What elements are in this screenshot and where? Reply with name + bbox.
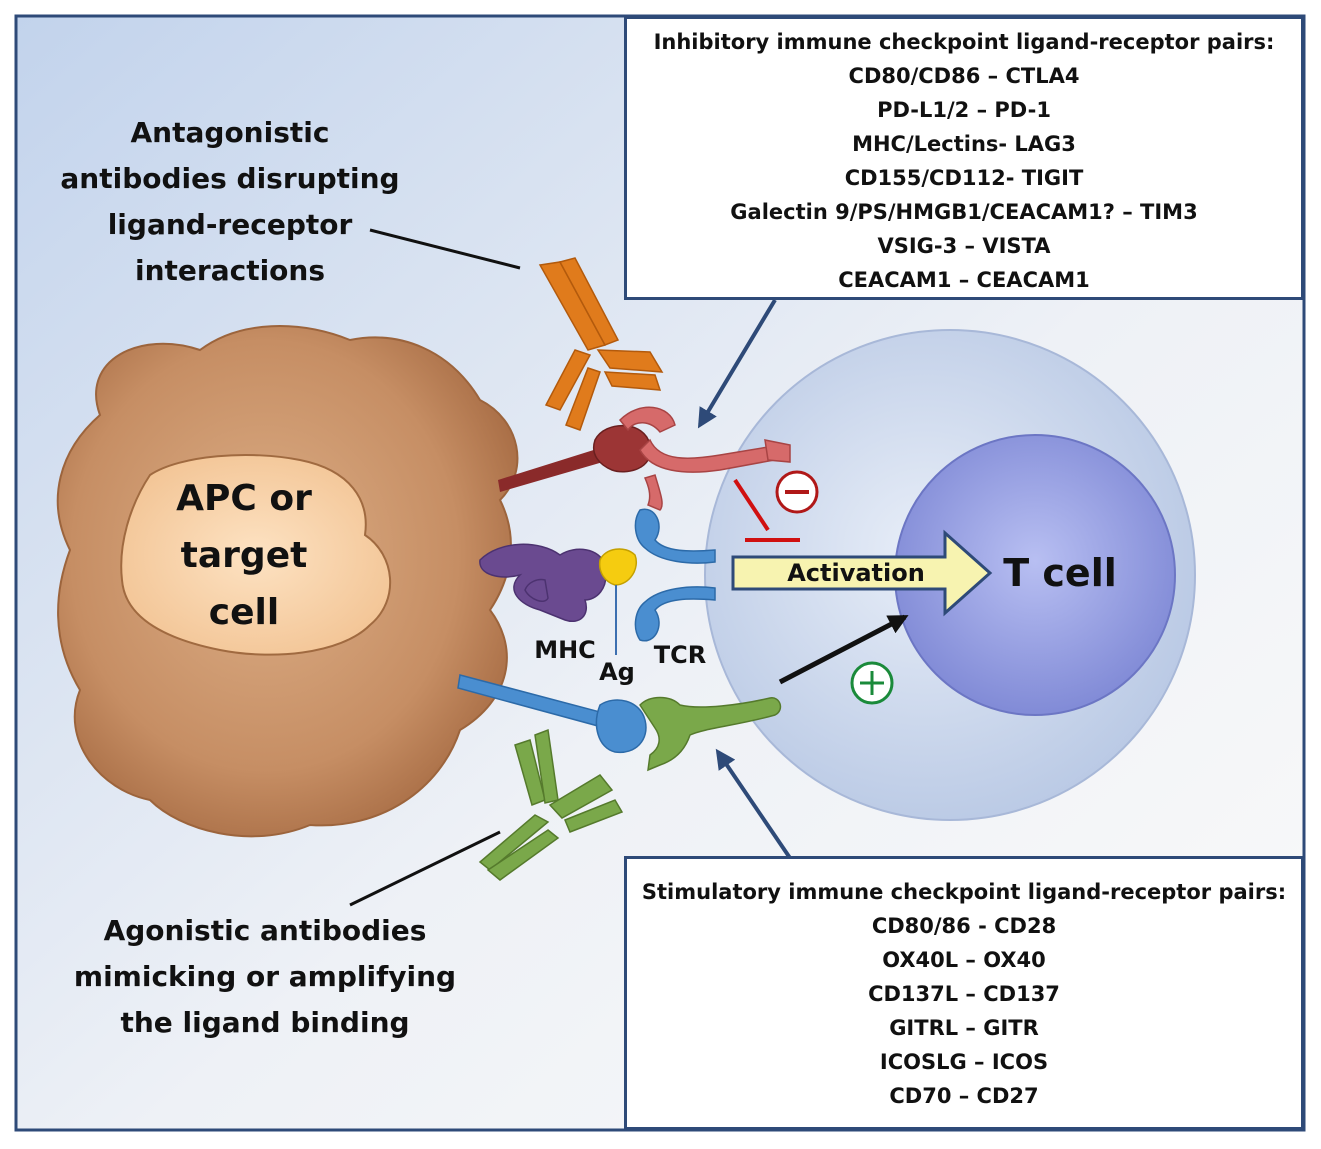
antagonistic-antibody	[538, 257, 664, 431]
tcr-receptor	[634, 508, 716, 642]
inhibitory-pair: CD80/CD86 – CTLA4	[848, 64, 1080, 88]
agonistic-line-2: mimicking or amplifying	[73, 960, 457, 993]
antagonistic-line-2: antibodies disrupting	[60, 162, 400, 195]
activation-label: Activation	[787, 559, 925, 587]
inhibitory-pair: CEACAM1 – CEACAM1	[838, 268, 1090, 292]
stimulatory-pair: OX40L – OX40	[882, 948, 1046, 972]
tcr-label: TCR	[654, 641, 706, 669]
stimulatory-ligand	[457, 674, 647, 754]
antagonistic-antibodies-label: Antagonistic antibodies disrupting ligan…	[40, 110, 420, 294]
agonistic-line-3: the ligand binding	[120, 1006, 410, 1039]
activation-arrow	[731, 529, 993, 617]
agonistic-line-1: Agonistic antibodies	[103, 914, 427, 947]
mhc-molecule	[479, 543, 607, 622]
stimulatory-pair: GITRL – GITR	[889, 1016, 1039, 1040]
inhibitory-pair: CD155/CD112- TIGIT	[844, 166, 1084, 190]
antigen	[598, 548, 637, 586]
inhibitory-box-title: Inhibitory immune checkpoint ligand-rece…	[653, 30, 1275, 54]
agonist-pointer	[349, 830, 501, 907]
stimulatory-pair: ICOSLG – ICOS	[879, 1050, 1049, 1074]
apc-nucleus	[120, 454, 392, 656]
apc-label-line-2: target	[181, 535, 308, 576]
t-cell-label: T cell	[1003, 551, 1117, 595]
apc-label-line-3: cell	[209, 592, 279, 633]
inhibitory-pair: VSIG-3 – VISTA	[877, 234, 1051, 258]
stimulatory-box-arrow	[715, 748, 792, 860]
inhibitory-pair: PD-L1/2 – PD-1	[877, 98, 1051, 122]
stimulatory-pair: CD80/86 - CD28	[871, 914, 1057, 938]
stimulatory-receptor	[639, 696, 782, 772]
agonistic-antibody	[478, 728, 624, 881]
inhibitory-box-arrow	[697, 298, 777, 429]
stimulatory-pairs-box: Stimulatory immune checkpoint ligand-rec…	[624, 856, 1304, 1130]
ag-label: Ag	[599, 658, 635, 686]
inhibitory-pair: Galectin 9/PS/HMGB1/CEACAM1? – TIM3	[730, 200, 1198, 224]
antagonistic-line-3: ligand-receptor	[107, 208, 353, 241]
inhibitory-ligand	[498, 424, 652, 492]
minus-icon	[775, 470, 819, 514]
inhibition-mark	[733, 478, 800, 542]
antagonistic-line-1: Antagonistic	[130, 116, 330, 149]
antagonist-pointer	[369, 228, 521, 270]
plus-icon	[850, 661, 894, 705]
inhibitory-pairs-box: Inhibitory immune checkpoint ligand-rece…	[624, 16, 1304, 300]
stimulatory-box-title: Stimulatory immune checkpoint ligand-rec…	[641, 880, 1287, 904]
inhibitory-pair: MHC/Lectins- LAG3	[852, 132, 1076, 156]
antagonistic-line-4: interactions	[134, 254, 326, 287]
mhc-label: MHC	[534, 636, 596, 664]
apc-label-line-1: APC or	[176, 478, 312, 519]
stimulation-arrow	[778, 614, 909, 685]
stimulatory-pair: CD70 – CD27	[889, 1084, 1039, 1108]
agonistic-antibodies-label: Agonistic antibodies mimicking or amplif…	[50, 908, 480, 1046]
inhibitory-receptor	[618, 406, 791, 511]
stimulatory-pair: CD137L – CD137	[868, 982, 1060, 1006]
